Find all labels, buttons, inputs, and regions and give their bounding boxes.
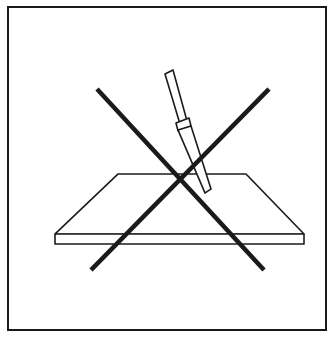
cutting-board-edge — [55, 234, 304, 244]
knife-handle — [165, 70, 187, 124]
